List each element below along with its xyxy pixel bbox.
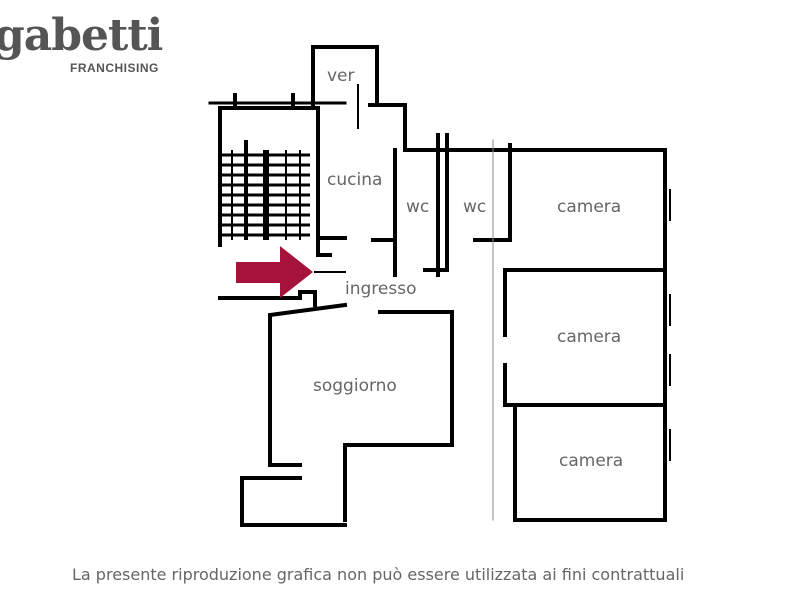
logo-subtitle: FRANCHISING (70, 61, 159, 75)
room-label-wc: wc (406, 197, 430, 217)
room-label-ingresso: ingresso (345, 279, 417, 299)
disclaimer-text: La presente riproduzione grafica non può… (72, 565, 685, 584)
walls (208, 45, 671, 527)
room-label-soggiorno: soggiorno (313, 376, 397, 396)
room-label-camera: camera (559, 451, 624, 471)
logo-wordmark: gabetti (0, 10, 163, 61)
room-label-wc: wc (463, 197, 487, 217)
room-label-ver: ver (327, 66, 355, 86)
entrance-arrow-icon (236, 246, 313, 298)
room-label-cucina: cucina (327, 170, 383, 190)
staircase (222, 140, 310, 240)
room-label-camera: camera (557, 197, 622, 217)
room-label-camera: camera (557, 327, 622, 347)
